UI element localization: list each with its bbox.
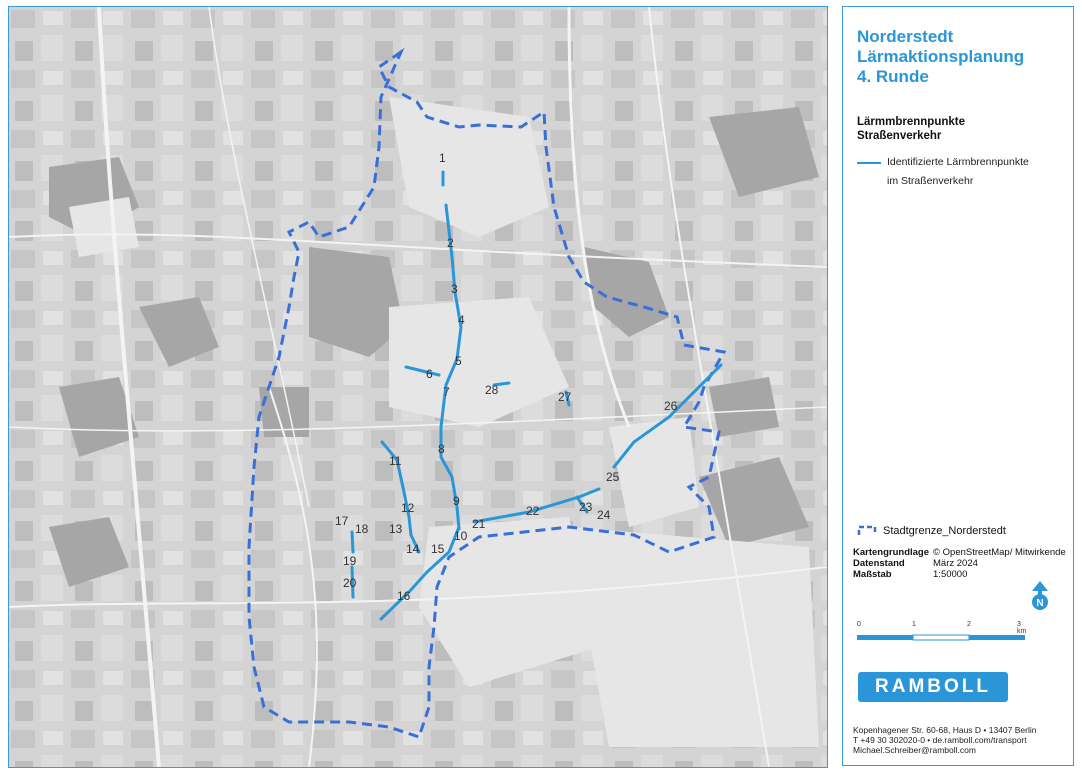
- legend-panel: Norderstedt Lärmaktionsplanung 4. Runde …: [842, 6, 1074, 766]
- meta-row: Kartengrundlage © OpenStreetMap/ Mitwirk…: [853, 547, 1070, 558]
- map-title: Norderstedt Lärmaktionsplanung 4. Runde: [857, 27, 1024, 87]
- map-subtitle: Lärmmbrennpunkte Straßenverkehr: [857, 115, 965, 143]
- hotspot-label-12[interactable]: 12: [401, 501, 415, 515]
- subtitle-line-1: Lärmmbrennpunkte: [857, 116, 965, 128]
- hotspot-label-20[interactable]: 20: [343, 576, 357, 590]
- hotspot-label-28[interactable]: 28: [485, 383, 499, 397]
- hotspot-label-2[interactable]: 2: [447, 236, 454, 250]
- hotspot-label-17[interactable]: 17: [335, 514, 349, 528]
- scale-bar: 0 1 2 3 km: [857, 621, 1027, 651]
- hotspot-label-4[interactable]: 4: [458, 313, 465, 327]
- scale-tick-label: 1: [912, 621, 916, 628]
- ramboll-logo: RAMBOLL: [858, 672, 1008, 702]
- north-label: N: [1036, 598, 1043, 609]
- map-view[interactable]: 1 2 3 4 5 6 7 8 9 10 11 12 13 14 15 16 1…: [8, 6, 828, 768]
- hotspot-label-14[interactable]: 14: [406, 542, 420, 556]
- hotspot-legend-line-2: im Straßenverkehr: [887, 175, 974, 187]
- meta-row: Datenstand März 2024: [853, 558, 1070, 569]
- hotspot-label-18[interactable]: 18: [355, 522, 369, 536]
- boundary-legend: Stadtgrenze_Norderstedt: [857, 525, 1006, 537]
- hotspot-label-16[interactable]: 16: [397, 589, 411, 603]
- title-line-2: Lärmaktionsplanung: [857, 47, 1025, 66]
- hotspot-label-5[interactable]: 5: [455, 354, 462, 368]
- hotspot-label-13[interactable]: 13: [389, 522, 403, 536]
- hotspot-label-10[interactable]: 10: [454, 529, 468, 543]
- boundary-swatch-icon: [857, 525, 877, 536]
- hotspot-label-26[interactable]: 26: [664, 399, 678, 413]
- north-arrow-icon: N: [1029, 581, 1051, 616]
- map-metadata: Kartengrundlage © OpenStreetMap/ Mitwirk…: [853, 547, 1070, 580]
- boundary-legend-label: Stadtgrenze_Norderstedt: [883, 525, 1006, 537]
- urban-areas: [69, 97, 819, 747]
- hotspot-label-19[interactable]: 19: [343, 554, 357, 568]
- hotspot-label-3[interactable]: 3: [451, 282, 458, 296]
- hotspot-label-23[interactable]: 23: [579, 500, 593, 514]
- map-canvas: 1 2 3 4 5 6 7 8 9 10 11 12 13 14 15 16 1…: [9, 7, 827, 767]
- address-line-2: T +49 30 302020-0 • de.ramboll.com/trans…: [853, 735, 1027, 745]
- hotspot-label-11[interactable]: 11: [389, 454, 402, 468]
- hotspot-label-22[interactable]: 22: [526, 504, 540, 518]
- meta-value: März 2024: [933, 558, 978, 569]
- forest-areas: [49, 107, 819, 667]
- hotspot-label-21[interactable]: 21: [472, 517, 486, 531]
- address-line-1: Kopenhagener Str. 60-68, Haus D • 13407 …: [853, 725, 1037, 735]
- hotspot-legend-line-1: Identifizierte Lärmbrennpunkte: [887, 156, 1029, 168]
- subtitle-line-2: Straßenverkehr: [857, 130, 942, 142]
- hotspot-label-7[interactable]: 7: [443, 385, 450, 399]
- hotspot-label-24[interactable]: 24: [597, 508, 611, 522]
- meta-key: Kartengrundlage: [853, 547, 930, 558]
- meta-key: Datenstand: [853, 558, 905, 569]
- contact-address: Kopenhagener Str. 60-68, Haus D • 13407 …: [853, 725, 1037, 755]
- hotspot-lines: [350, 170, 723, 621]
- meta-row: Maßstab 1:50000: [853, 569, 1070, 580]
- hotspot-label-8[interactable]: 8: [438, 442, 445, 456]
- hotspot-label-6[interactable]: 6: [426, 367, 433, 381]
- hotspot-label-25[interactable]: 25: [606, 470, 620, 484]
- hotspot-legend-label: Identifizierte Lärmbrennpunkte im Straße…: [887, 153, 1067, 191]
- title-line-3: 4. Runde: [857, 67, 929, 86]
- scale-tick-label: 2: [967, 621, 971, 628]
- title-line-1: Norderstedt: [857, 27, 954, 46]
- hotspot-label-1[interactable]: 1: [439, 151, 446, 165]
- hotspot-label-15[interactable]: 15: [431, 542, 445, 556]
- scale-tick-label: 0: [857, 621, 861, 628]
- meta-value: 1:50000: [933, 569, 968, 580]
- meta-value: © OpenStreetMap/ Mitwirkende: [933, 547, 1066, 558]
- hotspot-legend-swatch: [857, 162, 881, 164]
- hotspot-label-9[interactable]: 9: [453, 494, 460, 508]
- city-boundary-line: [247, 47, 727, 739]
- meta-key: Maßstab: [853, 569, 892, 580]
- hotspot-labels: 1 2 3 4 5 6 7 8 9 10 11 12 13 14 15 16 1…: [335, 151, 678, 603]
- scale-tick-label: 3 km: [1017, 621, 1027, 635]
- roads: [9, 7, 827, 767]
- hotspot-label-27[interactable]: 27: [558, 390, 572, 404]
- address-line-3: Michael.Schreiber@ramboll.com: [853, 745, 976, 755]
